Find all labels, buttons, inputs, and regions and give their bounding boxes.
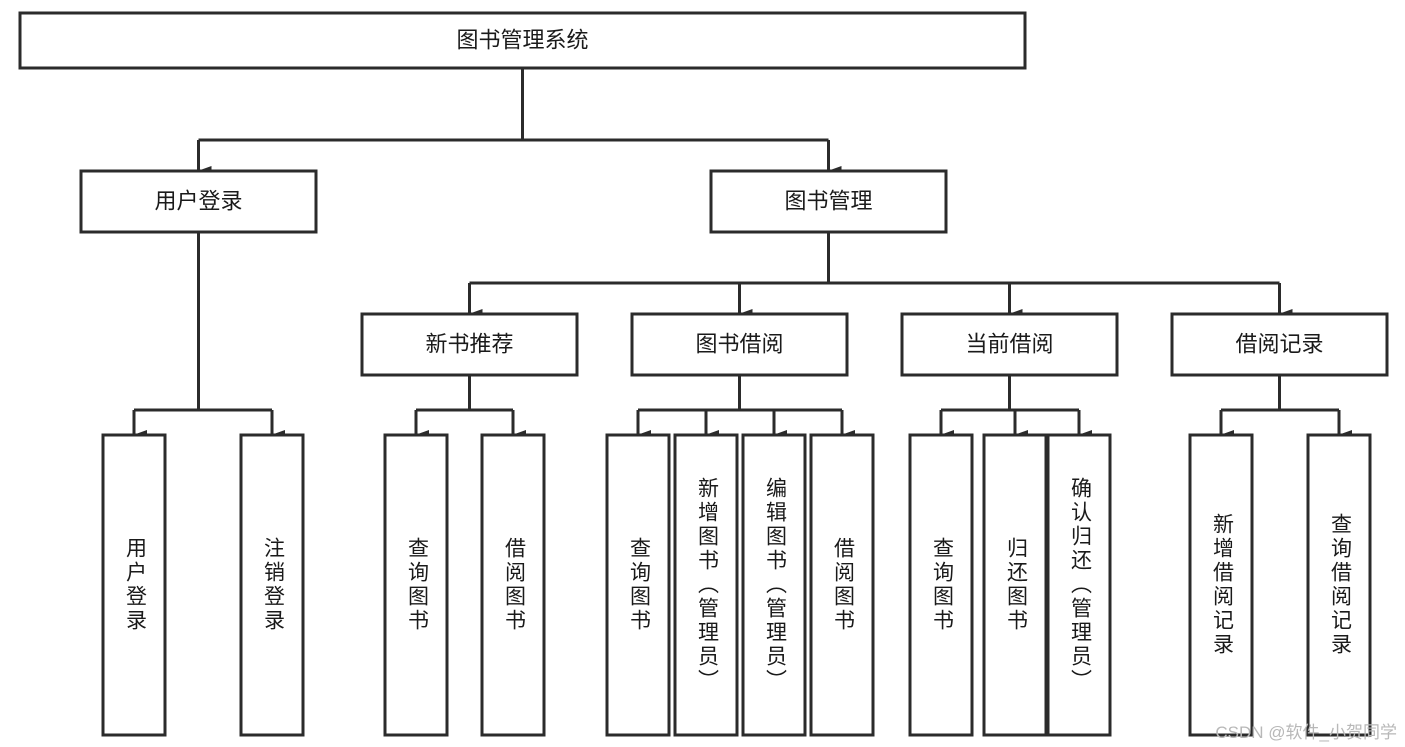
node-label-root: 图书管理系统	[456, 27, 588, 52]
node-leaf-add-record[interactable]: 新增借阅记录	[1188, 433, 1254, 737]
node-label-leaf-confirm-return: 确认归还（管理员）	[1068, 477, 1092, 693]
node-label-leaf-add-record: 新增借阅记录	[1210, 513, 1234, 657]
node-label-leaf-add-book: 新增图书（管理员）	[695, 477, 719, 693]
node-box-leaf-borrow-book	[809, 433, 875, 737]
node-label-leaf-query-record: 查询借阅记录	[1328, 513, 1352, 657]
node-box-leaf-query-book-cur	[908, 433, 974, 737]
node-box-leaf-return-book	[982, 433, 1048, 737]
node-box-leaf-borrow-book-rec	[480, 433, 546, 737]
node-book-manage[interactable]: 图书管理	[709, 169, 948, 234]
node-box-leaf-query-book-borrow	[605, 433, 671, 737]
node-label-leaf-user-logout: 注销登录	[261, 537, 285, 633]
node-leaf-query-book-cur[interactable]: 查询图书	[908, 433, 974, 737]
node-box-book-manage	[709, 169, 948, 234]
node-leaf-add-book[interactable]: 新增图书（管理员）	[673, 433, 739, 737]
node-label-book-manage: 图书管理	[784, 188, 872, 213]
node-leaf-borrow-book[interactable]: 借阅图书	[809, 433, 875, 737]
node-box-leaf-query-book-rec	[383, 433, 449, 737]
node-label-user-login: 用户登录	[154, 188, 242, 213]
node-label-new-book-recommend: 新书推荐	[425, 331, 513, 356]
node-root[interactable]: 图书管理系统	[18, 11, 1027, 70]
node-leaf-query-book-rec[interactable]: 查询图书	[383, 433, 449, 737]
node-label-current-borrow: 当前借阅	[965, 331, 1053, 356]
node-label-leaf-return-book: 归还图书	[1004, 537, 1028, 633]
node-label-leaf-borrow-book-rec: 借阅图书	[502, 537, 526, 633]
node-leaf-query-book-borrow[interactable]: 查询图书	[605, 433, 671, 737]
node-box-leaf-add-record	[1188, 433, 1254, 737]
node-label-leaf-query-book-borrow: 查询图书	[627, 537, 651, 633]
node-label-leaf-user-login: 用户登录	[123, 537, 147, 633]
node-box-root	[18, 11, 1027, 70]
node-borrow-record[interactable]: 借阅记录	[1170, 312, 1389, 377]
node-box-leaf-user-login	[101, 433, 167, 737]
node-box-book-borrow	[630, 312, 849, 377]
node-box-current-borrow	[900, 312, 1119, 377]
node-box-new-book-recommend	[360, 312, 579, 377]
node-label-leaf-edit-book: 编辑图书（管理员）	[763, 477, 787, 693]
node-box-borrow-record	[1170, 312, 1389, 377]
node-book-borrow[interactable]: 图书借阅	[630, 312, 849, 377]
node-box-leaf-user-logout	[239, 433, 305, 737]
node-leaf-edit-book[interactable]: 编辑图书（管理员）	[741, 433, 807, 737]
node-box-user-login	[79, 169, 318, 234]
node-leaf-return-book[interactable]: 归还图书	[982, 433, 1048, 737]
node-box-leaf-confirm-return	[1046, 433, 1112, 737]
node-box-leaf-query-record	[1306, 433, 1372, 737]
node-leaf-user-login[interactable]: 用户登录	[101, 433, 167, 737]
node-leaf-user-logout[interactable]: 注销登录	[239, 433, 305, 737]
csdn-watermark: CSDN @软件_小贺同学	[1215, 723, 1397, 742]
node-label-leaf-borrow-book: 借阅图书	[831, 537, 855, 633]
node-leaf-borrow-book-rec[interactable]: 借阅图书	[480, 433, 546, 737]
node-label-borrow-record: 借阅记录	[1235, 331, 1323, 356]
node-label-leaf-query-book-cur: 查询图书	[930, 537, 954, 633]
node-box-leaf-add-book	[673, 433, 739, 737]
node-layer: 图书管理系统用户登录图书管理新书推荐图书借阅当前借阅借阅记录用户登录注销登录查询…	[18, 11, 1389, 737]
node-user-login[interactable]: 用户登录	[79, 169, 318, 234]
node-new-book-recommend[interactable]: 新书推荐	[360, 312, 579, 377]
node-current-borrow[interactable]: 当前借阅	[900, 312, 1119, 377]
node-leaf-confirm-return[interactable]: 确认归还（管理员）	[1046, 433, 1112, 737]
edge-layer	[132, 68, 1352, 440]
node-leaf-query-record[interactable]: 查询借阅记录	[1306, 433, 1372, 737]
node-label-leaf-query-book-rec: 查询图书	[405, 537, 429, 633]
node-box-leaf-edit-book	[741, 433, 807, 737]
node-label-book-borrow: 图书借阅	[695, 331, 783, 356]
